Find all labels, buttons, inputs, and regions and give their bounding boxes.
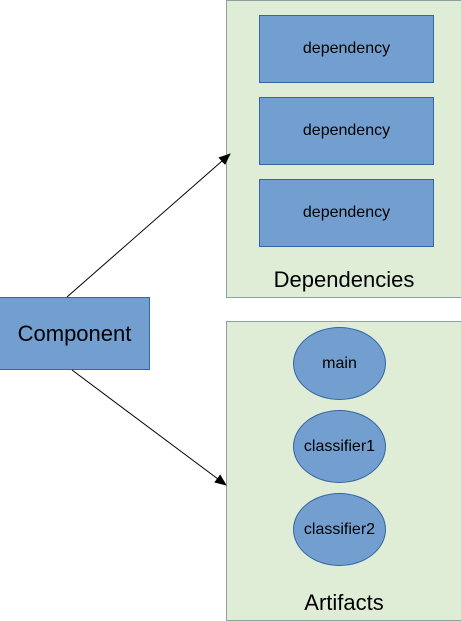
dependency-box: dependency — [259, 97, 434, 165]
artifact-label: main — [322, 354, 357, 372]
dependency-label: dependency — [302, 204, 391, 221]
artifact-label: classifier2 — [303, 520, 376, 538]
artifacts-title: Artifacts — [304, 590, 384, 615]
artifact-ellipse-classifier2: classifier2 — [293, 493, 386, 566]
arrow-to-artifacts — [71, 369, 227, 486]
dependency-box: dependency — [259, 179, 434, 247]
artifacts-panel: main classifier1 classifier2 Artifacts — [226, 321, 461, 621]
arrow-to-dependencies — [66, 153, 231, 298]
artifact-ellipse-main: main — [293, 327, 386, 400]
component-box: Component — [0, 297, 150, 370]
dependency-label: dependency — [302, 40, 391, 57]
dependency-label: dependency — [302, 122, 391, 139]
dependencies-title: Dependencies — [273, 267, 415, 292]
dependencies-panel: dependency dependency dependency Depende… — [226, 0, 461, 298]
artifact-label: classifier1 — [303, 437, 376, 455]
dependency-box: dependency — [259, 15, 434, 83]
component-label: Component — [17, 320, 132, 346]
artifact-ellipse-classifier1: classifier1 — [293, 410, 386, 483]
